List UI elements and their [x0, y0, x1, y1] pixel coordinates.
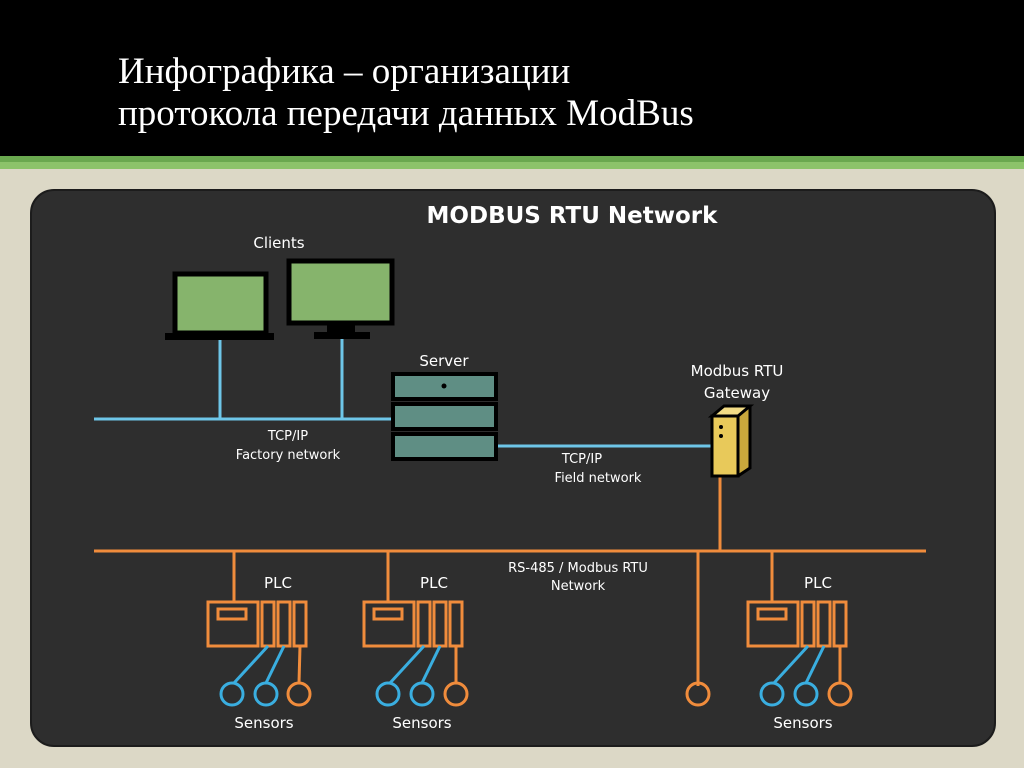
- plc-icon: [746, 600, 848, 648]
- factory-network-label-1: TCP/IP: [267, 429, 308, 444]
- sensor-icons: [375, 681, 469, 707]
- clients-label: Clients: [253, 234, 304, 252]
- standalone-sensor-icon: [685, 681, 711, 707]
- modbus-network-diagram: MODBUS RTU Network Clients: [94, 203, 926, 732]
- gateway-icon: [707, 404, 755, 478]
- sensor-icons: [219, 681, 312, 707]
- header-stripe-light: [0, 162, 1024, 169]
- tcp-factory-network: [94, 337, 720, 448]
- sensor-icons: [759, 681, 853, 707]
- laptop-icon: [165, 271, 274, 340]
- factory-network-label-2: Factory network: [236, 448, 341, 463]
- sensor-wires: [232, 644, 302, 685]
- diagram-heading: MODBUS RTU Network: [427, 203, 719, 229]
- server-icon: [391, 372, 498, 461]
- field-network-label-2: Field network: [555, 471, 642, 486]
- slide-title-line-1: Инфографика – организации: [118, 51, 571, 92]
- gateway-label-1: Modbus RTU: [691, 362, 784, 380]
- plc-label: PLC: [264, 574, 292, 592]
- rs485-label-1: RS-485 / Modbus RTU: [508, 561, 648, 576]
- monitor-icon: [286, 258, 395, 339]
- plc-label: PLC: [804, 574, 832, 592]
- sensors-label: Sensors: [773, 714, 832, 732]
- sensors-label: Sensors: [234, 714, 293, 732]
- plc-label: PLC: [420, 574, 448, 592]
- field-network-label-1: TCP/IP: [561, 452, 602, 467]
- sensors-label: Sensors: [392, 714, 451, 732]
- sensor-wires: [772, 644, 842, 685]
- rs485-bus: [94, 476, 926, 686]
- plc-icon: [362, 600, 464, 648]
- plc-icon: [206, 600, 308, 648]
- rs485-label-2: Network: [551, 579, 606, 594]
- server-label: Server: [419, 352, 469, 370]
- header-stripe-dark: [0, 156, 1024, 162]
- gateway-label-2: Gateway: [704, 384, 770, 402]
- sensor-wires: [388, 644, 458, 685]
- slide-title-line-2: протокола передачи данных ModBus: [118, 93, 694, 134]
- slide-header: Инфографика – организации протокола пере…: [0, 0, 1024, 156]
- diagram-panel: MODBUS RTU Network Clients: [30, 189, 996, 747]
